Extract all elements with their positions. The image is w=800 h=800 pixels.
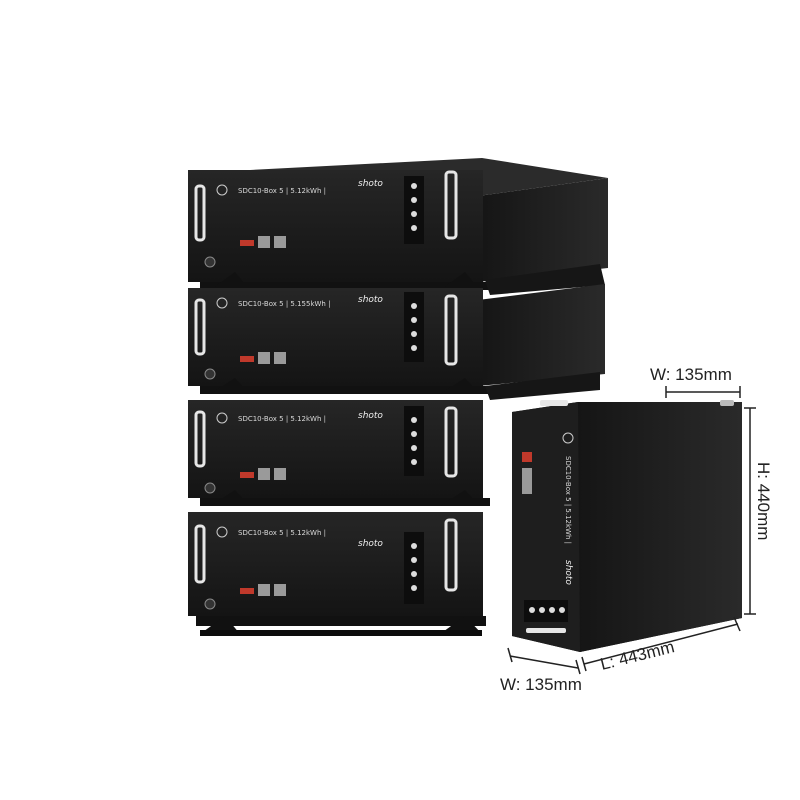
logo-icon	[216, 412, 228, 424]
power-switch-icon	[204, 482, 216, 494]
bottom-width-line	[509, 655, 579, 669]
port-connector	[258, 584, 270, 596]
logo-icon	[562, 432, 574, 444]
brand-logo: shoto	[358, 295, 383, 305]
port-connector	[274, 584, 286, 596]
top-handle	[540, 400, 568, 406]
port-connector	[274, 352, 286, 364]
port-connector	[274, 236, 286, 248]
brand-logo: shoto	[358, 179, 383, 189]
power-switch-icon	[204, 256, 216, 268]
right-handle	[444, 294, 458, 366]
logo-icon	[216, 526, 228, 538]
module-label: SDC10-Box 5 | 5.155kWh |	[238, 300, 330, 308]
terminal-block	[404, 532, 424, 604]
side-brand-logo: shoto	[563, 560, 573, 585]
module-label: SDC10-Box 5 | 5.12kWh |	[238, 415, 326, 423]
dimension-lines	[507, 386, 756, 675]
power-switch-icon	[204, 368, 216, 380]
status-indicator	[240, 472, 254, 478]
port-connector	[522, 468, 532, 494]
terminal-block	[404, 176, 424, 244]
battery-module-1: SDC10-Box 5 | 5.12kWh | shoto	[188, 158, 608, 282]
battery-module-2: SDC10-Box 5 | 5.155kWh | shoto	[188, 284, 605, 386]
stack-bracket-2	[200, 372, 600, 400]
left-handle	[194, 184, 206, 242]
terminal-block	[524, 600, 568, 622]
stack-bracket-1	[200, 264, 605, 295]
module-label: SDC10-Box 5 | 5.12kWh |	[238, 529, 326, 537]
terminal-block	[404, 292, 424, 362]
status-indicator	[240, 240, 254, 246]
rear-handle	[720, 400, 734, 406]
battery-module-3: SDC10-Box 5 | 5.12kWh | shoto	[188, 400, 483, 498]
bottom-width-label: W: 135mm	[500, 675, 582, 694]
side-module-label: SDC10-Box 5 | 5.12kWh |	[564, 456, 572, 544]
port-connector	[258, 352, 270, 364]
status-indicator	[240, 588, 254, 594]
module-label: SDC10-Box 5 | 5.12kWh |	[238, 187, 326, 195]
logo-icon	[216, 297, 228, 309]
height-label: H: 440mm	[754, 462, 773, 540]
logo-icon	[216, 184, 228, 196]
status-indicator	[522, 452, 532, 462]
standalone-module: SDC10-Box 5 | 5.12kWh | shoto	[512, 400, 742, 652]
status-indicator	[240, 356, 254, 362]
battery-module-4: SDC10-Box 5 | 5.12kWh | shoto	[188, 512, 483, 616]
right-handle	[444, 170, 458, 240]
left-handle	[194, 298, 206, 356]
length-line	[583, 623, 739, 665]
brand-logo: shoto	[358, 539, 383, 549]
top-width-label: W: 135mm	[650, 365, 732, 384]
port-connector	[258, 236, 270, 248]
base-frame	[196, 616, 486, 636]
port-connector	[258, 468, 270, 480]
port-connector	[274, 468, 286, 480]
right-handle	[444, 518, 458, 592]
power-switch-icon	[204, 598, 216, 610]
stack-bracket-3	[200, 490, 490, 506]
left-handle	[194, 524, 206, 584]
right-handle	[444, 406, 458, 478]
brand-logo: shoto	[358, 411, 383, 421]
left-handle	[194, 410, 206, 468]
terminal-block	[404, 406, 424, 476]
bottom-handle	[526, 628, 566, 633]
